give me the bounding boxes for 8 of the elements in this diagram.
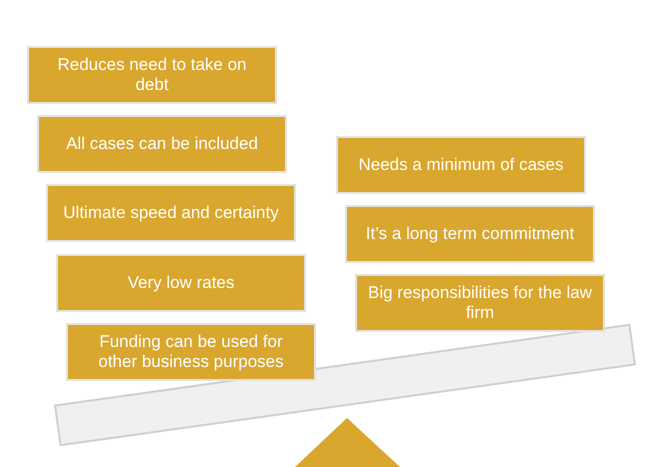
label-card: All cases can be included bbox=[37, 115, 287, 173]
label-card: Needs a minimum of cases bbox=[336, 136, 586, 194]
label-card: Very low rates bbox=[56, 254, 306, 312]
label-card: Big responsibilities for the law firm bbox=[355, 274, 605, 332]
label-card: Funding can be used for other business purposes bbox=[66, 323, 316, 381]
label-card: It’s a long term commitment bbox=[345, 205, 595, 263]
label-card: Ultimate speed and certainty bbox=[46, 184, 296, 242]
label-card: Reduces need to take on debt bbox=[27, 46, 277, 104]
